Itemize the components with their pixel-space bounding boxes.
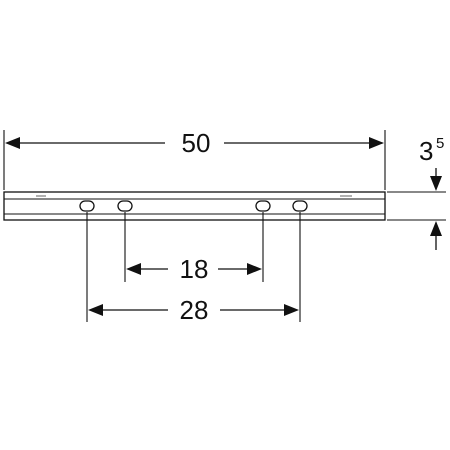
mounting-hole [292, 200, 308, 212]
dimension-label-height: 3 [419, 136, 433, 166]
dimension-label-28: 28 [180, 295, 209, 325]
mounting-hole [117, 200, 133, 212]
dimension-overall-length: 50 [3, 128, 386, 190]
mounting-holes [79, 200, 308, 212]
mounting-hole [255, 200, 271, 212]
dimension-outer-hole-spacing: 28 [86, 212, 301, 325]
height-superscript-digit: 5 [436, 135, 444, 152]
dimension-label-50: 50 [182, 128, 211, 158]
mounting-hole [79, 200, 95, 212]
dimension-inner-hole-spacing: 18 [124, 212, 264, 284]
bar-profile [3, 191, 386, 221]
dimension-label-18: 18 [180, 254, 209, 284]
height-main-digit: 3 [419, 136, 433, 166]
dimension-height: 3 5 [387, 135, 446, 250]
